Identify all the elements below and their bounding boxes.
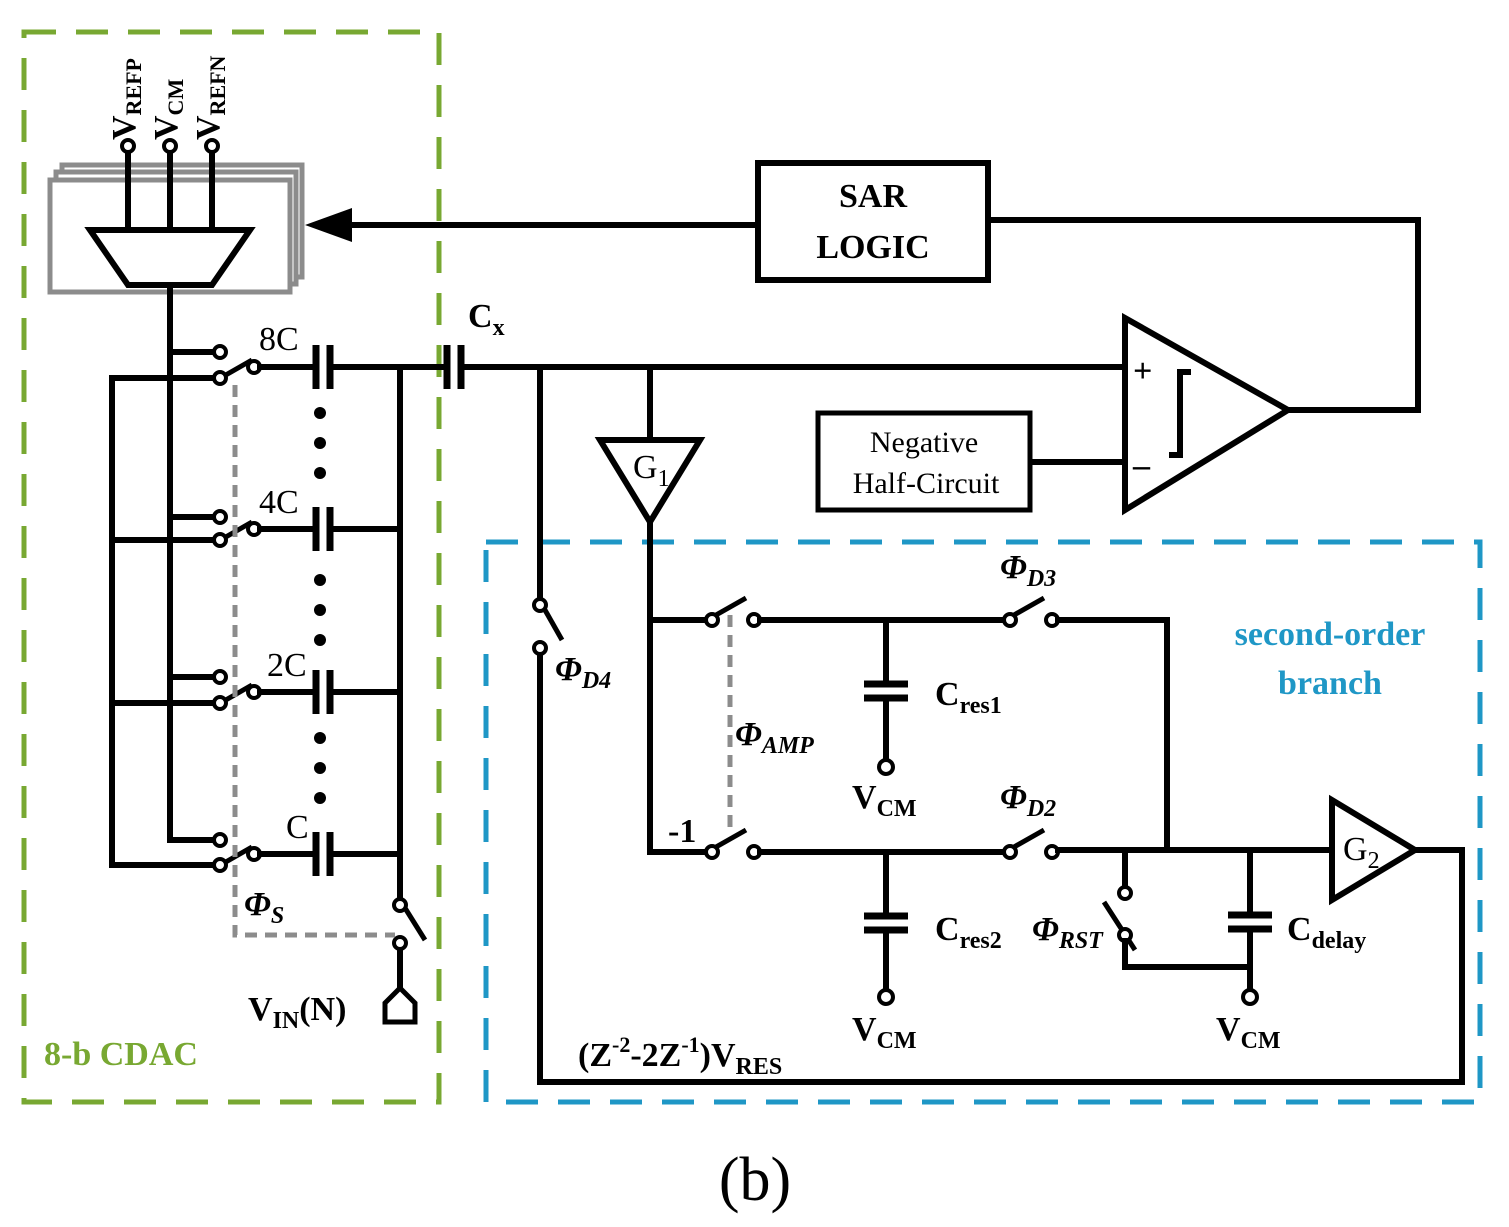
phi-amp-switch-upper[interactable] <box>704 595 762 628</box>
vres-label: (Z-2-2Z-1)VRES <box>578 1032 782 1080</box>
phi-d2-switch[interactable] <box>1002 827 1060 860</box>
vrefn-terminal[interactable] <box>204 138 220 154</box>
phi-amp-switch-lower[interactable] <box>704 827 762 860</box>
neg-half-label-1: Negative <box>870 426 978 459</box>
cap-4c-label: 4C <box>259 484 299 521</box>
phi-rst-switch[interactable] <box>1101 885 1138 952</box>
g2-label: G2 <box>1343 831 1380 874</box>
cres1-label: Cres1 <box>935 676 1002 719</box>
comp-plus: + <box>1133 353 1152 390</box>
cap-2c-label: 2C <box>267 647 307 684</box>
vcm-label-1: VCM <box>852 779 917 822</box>
phi-d3-switch[interactable] <box>1002 595 1060 628</box>
second-order-region-border <box>483 539 1483 1105</box>
vcm-label-2: VCM <box>852 1011 917 1054</box>
vrefn-label: VREFN <box>190 55 230 140</box>
g1-amplifier <box>594 437 706 528</box>
svg-text:VCM: VCM <box>148 79 188 140</box>
cdac-region-border <box>21 29 442 1105</box>
cres2-label: Cres2 <box>935 911 1002 954</box>
cap-1c-label: C <box>286 809 309 846</box>
sar-logic-block <box>755 160 991 283</box>
phi-amp-label: ΦAMP <box>735 716 814 759</box>
vcm-terminal-1[interactable] <box>877 758 895 776</box>
phi-d3-label: ΦD3 <box>1000 549 1056 592</box>
phi-d2-label: ΦD2 <box>1000 779 1056 822</box>
g1-label: G1 <box>633 449 670 492</box>
cap-8c-label: 8C <box>259 321 299 358</box>
comparator <box>1122 312 1294 516</box>
sar-logic-label-2: LOGIC <box>816 229 929 266</box>
phi-rst-label: ΦRST <box>1032 911 1104 954</box>
feedback-arrow <box>305 208 352 242</box>
figure-caption: (b) <box>719 1146 791 1214</box>
ellipsis-dots <box>314 407 326 804</box>
sampling-switch[interactable] <box>392 897 428 951</box>
comp-minus: – <box>1132 447 1151 484</box>
vin-input-port <box>382 984 418 1025</box>
vcm-ref-terminal[interactable] <box>162 138 178 154</box>
sar-logic-label-1: SAR <box>839 178 907 215</box>
neg-half-label-2: Half-Circuit <box>853 467 1000 500</box>
vcm-terminal-3[interactable] <box>1241 988 1259 1006</box>
phi-d4-switch[interactable] <box>532 597 565 656</box>
phi-s-label: ΦS <box>244 886 284 929</box>
cx-label: Cx <box>468 298 505 341</box>
second-order-label-1: second-order <box>1235 616 1426 653</box>
vcm-ref-label: VCM <box>148 79 188 140</box>
cdac-switch-2c[interactable] <box>212 669 262 711</box>
vrefp-label: VREFP <box>106 58 146 140</box>
vin-label: VIN(N) <box>248 991 346 1034</box>
vrefp-terminal[interactable] <box>120 138 136 154</box>
phi-d4-label: ΦD4 <box>555 651 611 694</box>
g2-amplifier <box>1329 794 1421 906</box>
negative-half-circuit <box>815 410 1033 513</box>
svg-text:VREFP: VREFP <box>106 58 146 140</box>
cdac-switch-8c[interactable] <box>212 344 262 386</box>
vcm-label-3: VCM <box>1216 1011 1281 1054</box>
cdelay-label: Cdelay <box>1287 911 1366 954</box>
mux-symbol <box>84 227 256 288</box>
vcm-terminal-2[interactable] <box>877 988 895 1006</box>
second-order-label-2: branch <box>1278 665 1382 702</box>
minus-one-label: -1 <box>668 813 696 850</box>
cdac-region-label: 8-b CDAC <box>44 1036 198 1073</box>
svg-text:VREFN: VREFN <box>190 55 230 140</box>
phi-s-link <box>232 385 395 938</box>
